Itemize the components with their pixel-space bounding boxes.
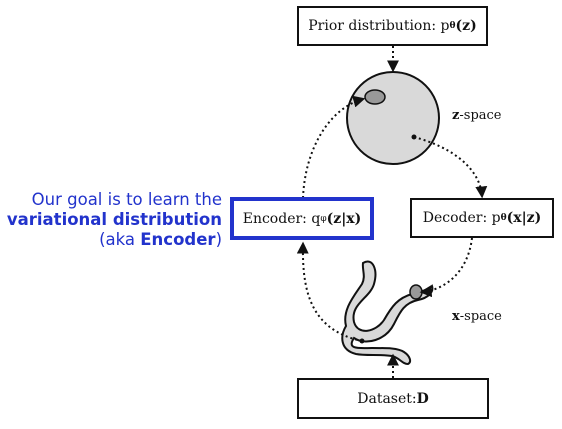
goal-line-3-suffix: )	[215, 230, 222, 249]
z-space-region	[364, 89, 386, 105]
goal-line-3-bold: Encoder	[140, 230, 216, 249]
decoder-text: Decoder: p	[422, 210, 501, 226]
decoder-sub: θ	[500, 213, 507, 223]
arrow-encoder-to-z	[302, 95, 366, 199]
arrow-decoder-to-x	[419, 237, 473, 298]
z-space-label: z-space	[452, 108, 502, 123]
x-space-region	[409, 284, 423, 300]
goal-line-1: Our goal is to learn the	[31, 190, 222, 209]
z-space-label-bold: z	[452, 108, 460, 123]
dataset-box: Dataset: D	[297, 378, 489, 419]
goal-line-3: (aka Encoder)	[0, 230, 222, 250]
x-space-label-rest: -space	[459, 309, 502, 324]
goal-line-2-bold: variational distribution	[6, 210, 222, 229]
prior-sub: θ	[449, 21, 456, 31]
x-space-label: x-space	[452, 309, 502, 324]
z-space-sphere	[346, 71, 440, 165]
encoder-sub: φ	[320, 213, 327, 224]
encoder-arg: (z|x)	[326, 210, 362, 227]
x-space-manifold	[341, 260, 434, 366]
decoder-arg: (x|z)	[506, 210, 542, 226]
arrow-x-to-encoder	[296, 241, 363, 342]
prior-arg: (z)	[455, 18, 477, 34]
z-space-label-rest: -space	[459, 108, 502, 123]
dataset-text: Dataset:	[357, 390, 417, 407]
prior-text: Prior distribution: p	[308, 18, 450, 34]
dataset-bold: D	[416, 390, 429, 407]
goal-annotation: Our goal is to learn the variational dis…	[0, 190, 222, 250]
encoder-text: Encoder: q	[242, 210, 321, 227]
goal-line-2: variational distribution	[0, 210, 222, 230]
x-space-label-bold: x	[452, 309, 460, 324]
goal-line-3-prefix: (aka	[99, 230, 141, 249]
